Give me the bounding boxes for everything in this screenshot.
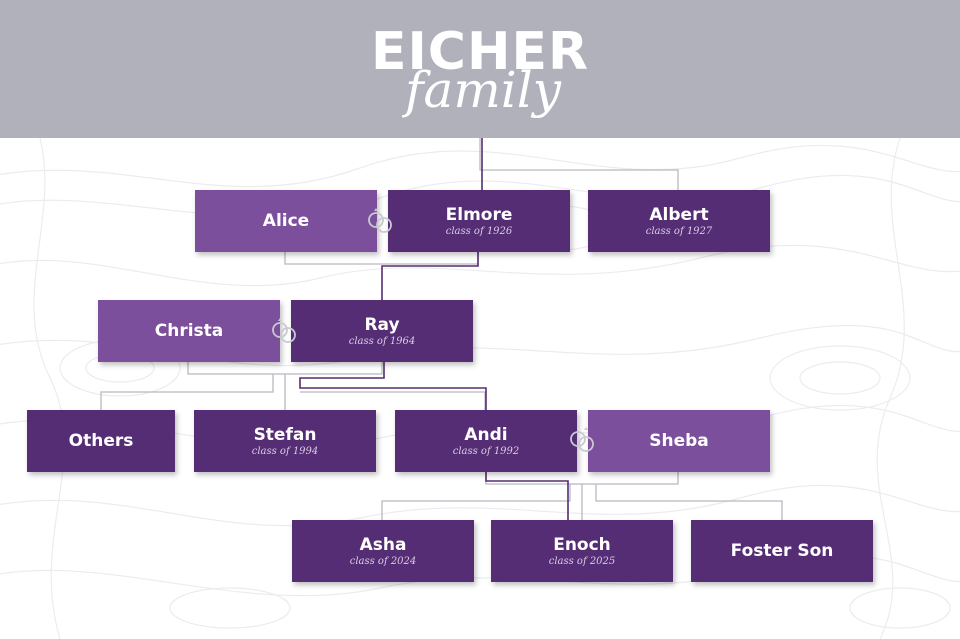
person-name: Others (68, 431, 134, 451)
person-alice: Alice (195, 190, 377, 252)
wedding-rings-icon (272, 318, 296, 343)
class-year: class of 1964 (348, 335, 416, 347)
person-name: Alice (262, 211, 310, 231)
class-year: class of 2025 (548, 555, 616, 567)
person-sheba: Sheba (588, 410, 770, 472)
person-name: Foster Son (730, 541, 834, 561)
person-christa: Christa (98, 300, 280, 362)
person-name: Albert (649, 204, 709, 225)
person-foster-son: Foster Son (691, 520, 873, 582)
person-name: Christa (154, 321, 224, 341)
person-others: Others (27, 410, 175, 472)
wedding-rings-icon (570, 427, 594, 452)
person-elmore: Elmore class of 1926 (388, 190, 570, 252)
person-name: Andi (464, 424, 508, 445)
person-stefan: Stefan class of 1994 (194, 410, 376, 472)
person-name: Ray (364, 314, 400, 335)
person-name: Elmore (445, 204, 513, 225)
person-albert: Albert class of 1927 (588, 190, 770, 252)
person-asha: Asha class of 2024 (292, 520, 474, 582)
family-name-title: EICHER (370, 22, 590, 82)
person-name: Sheba (649, 431, 709, 451)
class-year: class of 1927 (645, 225, 713, 237)
person-enoch: Enoch class of 2025 (491, 520, 673, 582)
person-ray: Ray class of 1964 (291, 300, 473, 362)
class-year: class of 2024 (349, 555, 417, 567)
person-name: Asha (359, 534, 407, 555)
person-andi: Andi class of 1992 (395, 410, 577, 472)
class-year: class of 1992 (452, 445, 520, 457)
person-name: Enoch (553, 534, 611, 555)
person-name: Stefan (253, 424, 317, 445)
class-year: class of 1926 (445, 225, 513, 237)
family-subtitle: family (405, 61, 561, 119)
wedding-rings-icon (368, 208, 392, 233)
class-year: class of 1994 (251, 445, 319, 457)
header-banner: EICHER family (0, 0, 960, 138)
